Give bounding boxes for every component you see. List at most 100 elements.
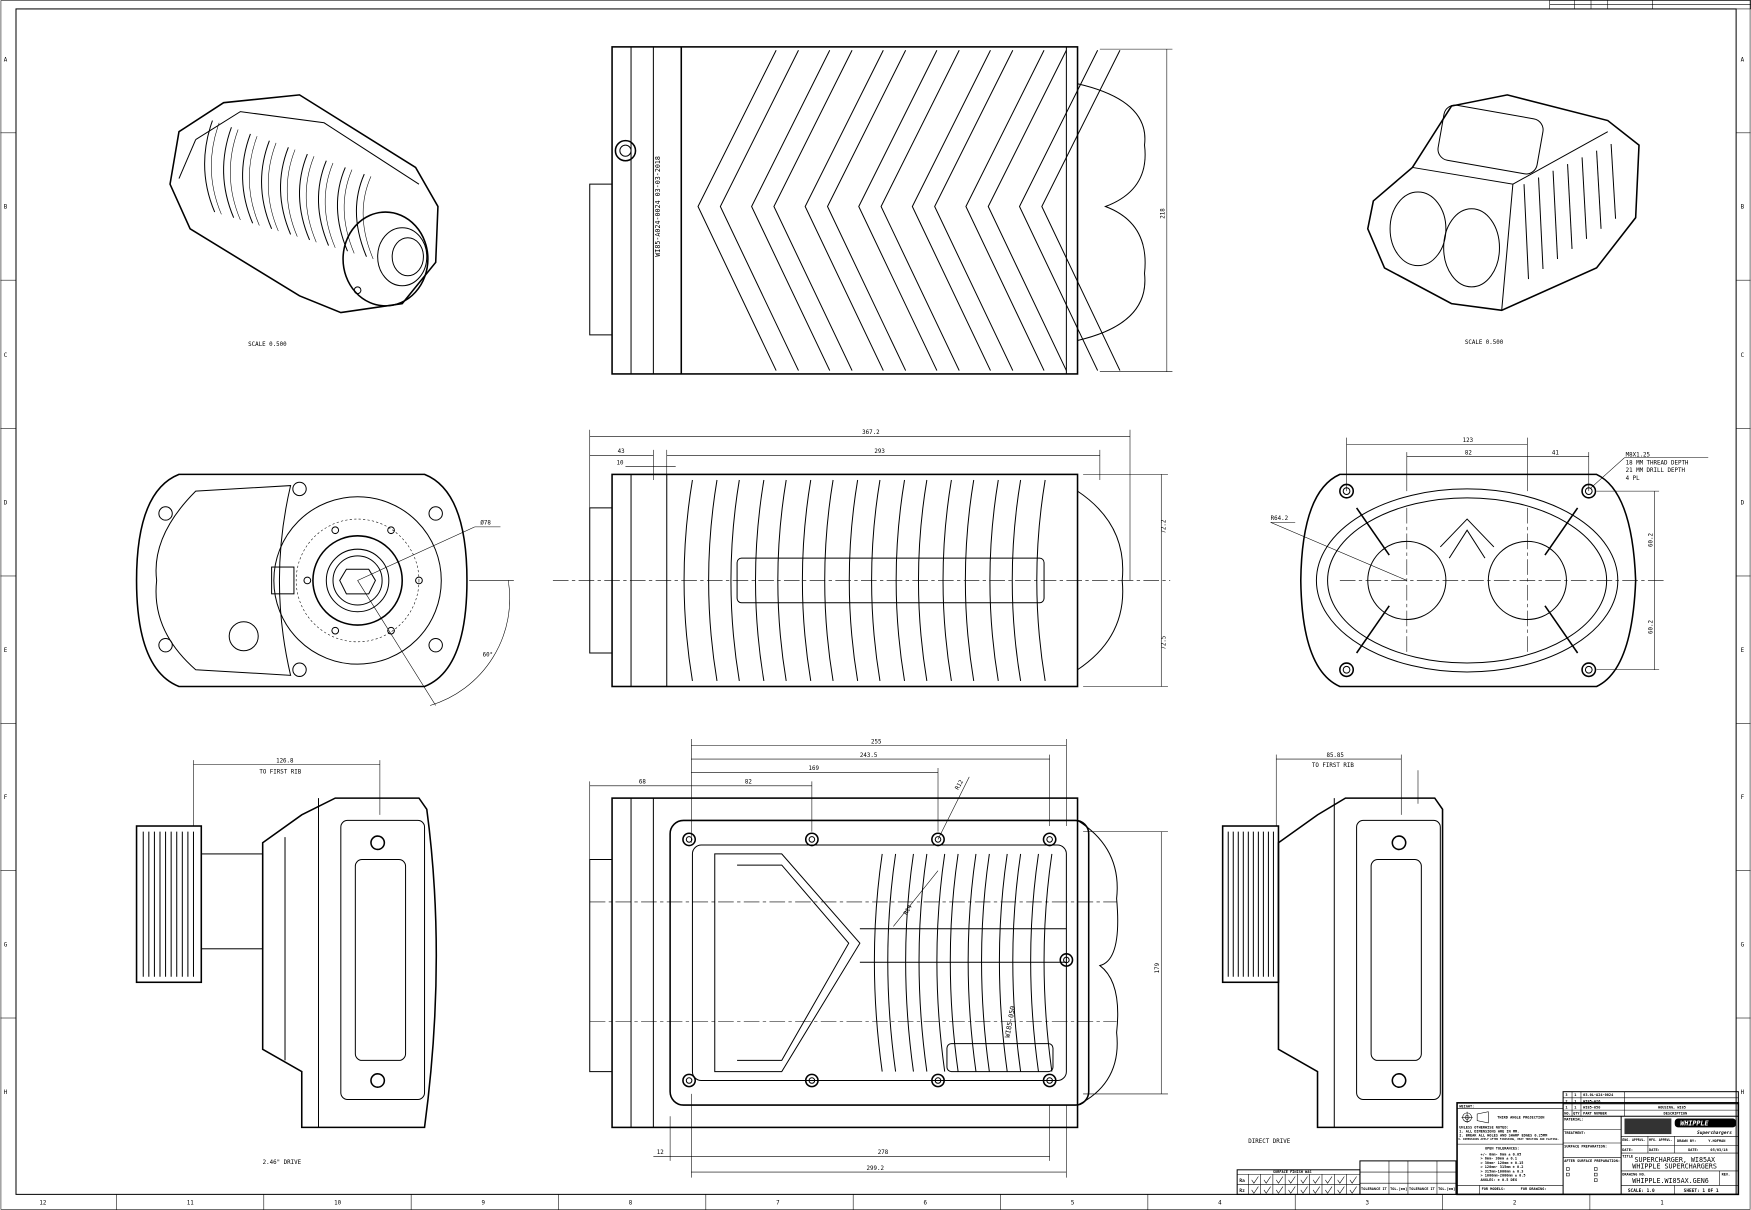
- rib: [998, 853, 1008, 1072]
- tolerance-line: > 30mm- 120mm ± 0.15: [1481, 1161, 1524, 1165]
- note-line: 3. DIMENSIONS APPLY AFTER FINISHING, HEA…: [1458, 1137, 1559, 1141]
- mfg-approval-label: MFG. APPRVL.: [1649, 1138, 1672, 1142]
- rib: [987, 50, 1067, 371]
- check-icon: [1263, 1176, 1271, 1184]
- dim-85-85: 85.85: [1326, 753, 1344, 759]
- rib: [918, 853, 928, 1072]
- drive-label-right: DIRECT DRIVE: [1248, 1139, 1290, 1145]
- grid-row-label: D: [1741, 501, 1745, 507]
- rib: [230, 129, 241, 221]
- part-qty: 1: [1574, 1105, 1576, 1109]
- sheet-value: SHEET: 1 OF 1: [1684, 1188, 1719, 1194]
- top-part-marking: WI85-A024-0024 03-03-2018: [654, 156, 662, 257]
- rib: [1610, 143, 1617, 219]
- rib: [261, 140, 273, 230]
- rib: [1596, 150, 1602, 229]
- dim-123: 123: [1463, 438, 1474, 444]
- rev-label: REV.: [1722, 1172, 1731, 1176]
- grid-row-label: E: [1741, 648, 1745, 654]
- rib: [223, 127, 235, 218]
- dim-218: 218: [1161, 208, 1167, 219]
- bolt-hole: [682, 832, 697, 847]
- for-models: FOR MODELS:: [1482, 1187, 1506, 1191]
- part-part-number: WI85-A26: [1583, 1099, 1600, 1103]
- dim-126-8: 126.8: [276, 758, 294, 764]
- bolt-hole: [931, 1073, 945, 1088]
- date-label: DATE:: [1622, 1148, 1633, 1152]
- note-line: 4 PL: [1626, 476, 1640, 482]
- rib: [719, 50, 799, 371]
- rib-note-left: TO FIRST RIB: [259, 770, 301, 776]
- threaded-hole: [1342, 665, 1351, 674]
- bolt-hole: [808, 836, 816, 843]
- rib: [730, 479, 740, 681]
- bolt-hole: [331, 626, 340, 635]
- check-icon: [1300, 1186, 1308, 1194]
- bolt-hole: [303, 576, 312, 585]
- bolt-hole: [808, 1077, 816, 1084]
- bolt-hole: [331, 526, 340, 535]
- bolt-hole: [158, 506, 173, 521]
- dim-bore-dia: Ø78: [480, 520, 491, 527]
- part-qty: 1: [1574, 1099, 1576, 1103]
- bolt-hole: [1063, 956, 1070, 964]
- rib: [1018, 50, 1099, 371]
- part-qty: 1: [1574, 1093, 1576, 1097]
- rib: [755, 479, 765, 681]
- bolt-hole: [1046, 836, 1053, 843]
- rib: [801, 479, 812, 681]
- grid-col-label: 11: [187, 1200, 194, 1206]
- rib: [280, 147, 292, 235]
- iso-left-scale: SCALE 0.500: [248, 342, 287, 348]
- tolerance-label: TOLERANCE IT: [1409, 1187, 1435, 1191]
- rib: [934, 50, 1014, 371]
- svg-text:Superchargers: Superchargers: [1697, 1130, 1732, 1136]
- rib: [305, 156, 317, 243]
- outlet-end-view: 123 82 41 M8X1.25 18 MM THREAD DEPTH 21 …: [1270, 437, 1709, 688]
- surface-finish-title: SURFACE FINISH WAS: [1273, 1170, 1312, 1174]
- check-icon: [1325, 1176, 1333, 1184]
- check-icon: [1312, 1186, 1320, 1194]
- dim-82: 82: [1465, 450, 1472, 456]
- dim-255: 255: [871, 739, 882, 745]
- drawing-no-label: DRAWING NO.: [1622, 1172, 1646, 1176]
- bolt-hole: [292, 481, 307, 497]
- rib: [858, 50, 938, 371]
- dim-60-2-lower: 60.2: [1648, 620, 1654, 634]
- rib: [967, 853, 977, 1072]
- grid-row-label: H: [1741, 1090, 1745, 1096]
- header-no: NO.: [1564, 1112, 1570, 1116]
- treatment-label: TREATMENT:: [1564, 1131, 1585, 1135]
- angles-tolerance: ANGLES: ± 0.5 DEG: [1481, 1178, 1517, 1182]
- check-icon: [1337, 1176, 1345, 1184]
- drawing-number: WHIPPLE.WI85AX.GEN6: [1632, 1177, 1709, 1185]
- grid-row-label: D: [4, 501, 8, 507]
- date-label: DATE:: [1688, 1148, 1699, 1152]
- grid-row-label: B: [1741, 205, 1745, 211]
- rib: [343, 169, 355, 254]
- check-icon: [1337, 1186, 1345, 1194]
- dim-68: 68: [639, 780, 646, 786]
- dim-41: 41: [1552, 450, 1559, 456]
- dim-r64-2: R64.2: [1271, 516, 1288, 522]
- rib: [211, 122, 222, 215]
- rib: [911, 50, 991, 371]
- scale-value: SCALE: 1.0: [1628, 1188, 1655, 1194]
- material-label: MATERIAL:: [1564, 1118, 1583, 1122]
- rib: [242, 133, 254, 224]
- rib: [773, 50, 853, 371]
- bolt-hole: [685, 1077, 693, 1084]
- dim-10: 10: [617, 460, 624, 466]
- rib: [873, 853, 883, 1072]
- check-icon: [1275, 1176, 1284, 1184]
- title-label: TITLE: [1622, 1155, 1633, 1159]
- grid-row-label: C: [4, 353, 8, 359]
- surface-prep-label: SURFACE PREPARATION:: [1564, 1144, 1607, 1148]
- dim-60-2-upper: 60.2: [1648, 533, 1654, 547]
- grid-col-label: 12: [39, 1200, 46, 1206]
- side-view-left: 126.8 TO FIRST RIB 2.46" DRIVE: [135, 758, 438, 1166]
- bolt-hole: [428, 637, 443, 653]
- rib: [355, 173, 367, 257]
